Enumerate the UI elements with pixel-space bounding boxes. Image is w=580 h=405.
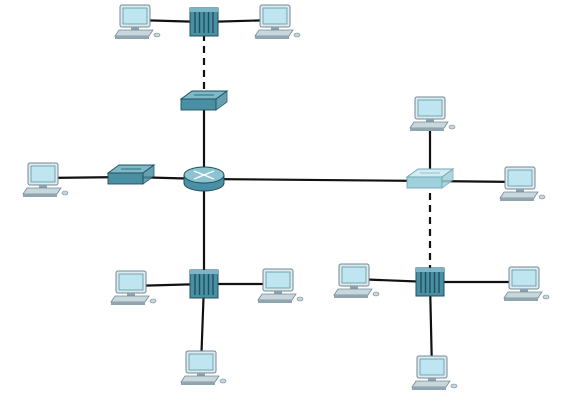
pc-br-bottom-pc-icon <box>411 355 458 390</box>
pc-br-left-pc-icon <box>333 263 380 298</box>
links-layer <box>42 18 524 372</box>
pc-left-pc-icon <box>22 162 69 197</box>
hub-top-hub-icon <box>189 7 219 37</box>
pc-right-pc-icon <box>499 166 546 201</box>
pc-bl-right-pc-icon <box>257 268 304 303</box>
pc-bl-left-pc-icon <box>110 270 157 305</box>
pc-br-right-pc-icon <box>503 266 550 301</box>
switch-right-switch-icon <box>405 168 455 189</box>
switch-left-switch-icon <box>106 164 156 185</box>
pc-top-left-pc-icon <box>114 4 161 39</box>
switch-top-switch-icon <box>179 90 229 111</box>
pc-top-right-pc-icon <box>254 4 301 39</box>
hub-bottom-left-hub-icon <box>189 269 219 299</box>
pc-bl-bottom-pc-icon <box>180 350 227 385</box>
hub-bottom-right-hub-icon <box>415 267 445 297</box>
nodes-layer <box>22 4 550 390</box>
router-router-icon <box>183 166 225 192</box>
pc-right-top-pc-icon <box>409 96 456 131</box>
link-router-to-switch-right <box>203 177 431 183</box>
